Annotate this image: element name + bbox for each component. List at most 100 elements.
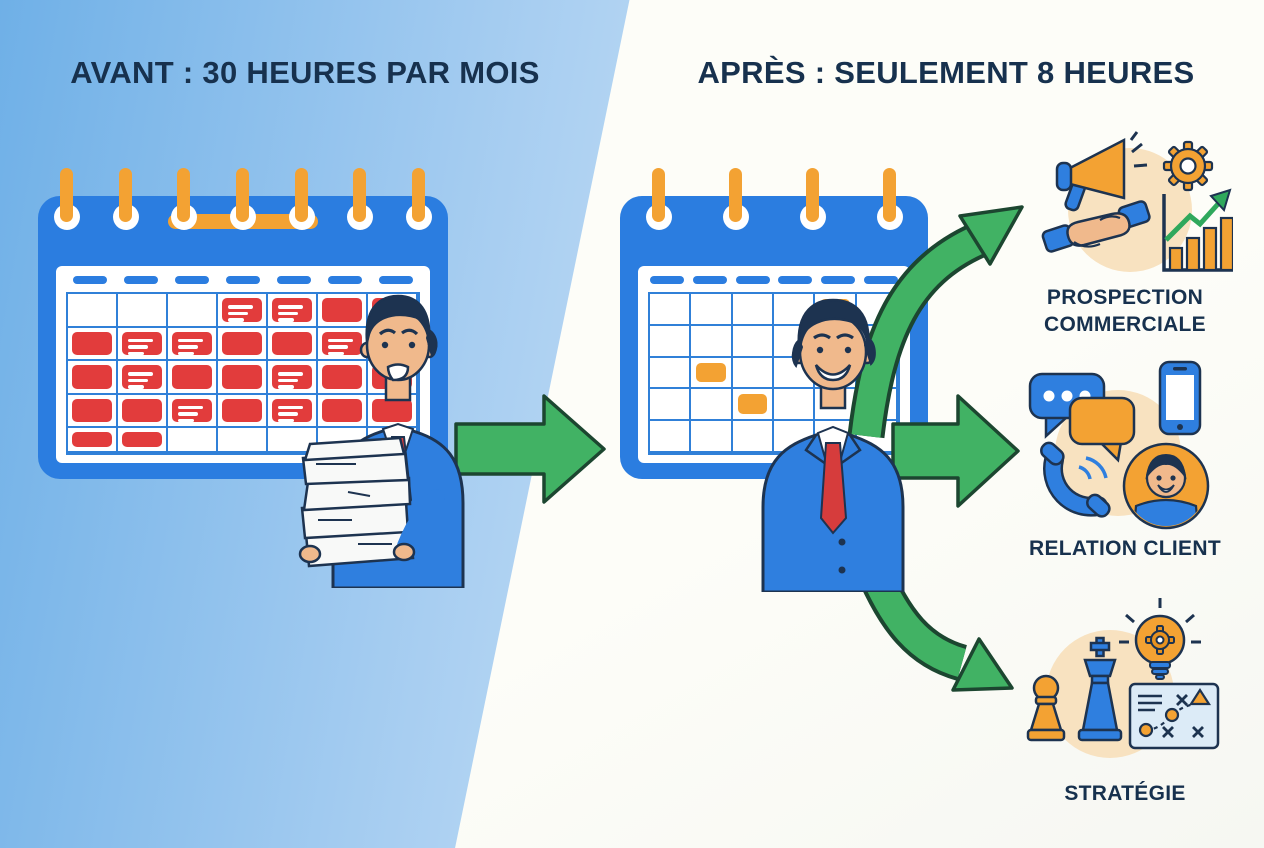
calendar-cell — [118, 361, 168, 395]
strategie-icons — [1026, 598, 1220, 758]
binder-ring — [60, 168, 74, 222]
free-time-block — [737, 394, 767, 415]
calendar-cell — [732, 294, 774, 326]
weekday-dash — [820, 276, 855, 284]
title-before: AVANT : 30 HEURES PAR MOIS — [70, 55, 540, 90]
calendar-cell — [218, 361, 268, 395]
weekday-dashes — [64, 273, 422, 287]
calendar-cell — [268, 294, 318, 328]
binder-ring — [177, 168, 191, 222]
calendar-cell — [168, 294, 218, 328]
calendar-cell — [68, 294, 118, 328]
prospection-label: PROSPECTION COMMERCIALE — [1044, 286, 1206, 336]
chess-pieces-icon — [1026, 636, 1123, 742]
weekday-dash — [735, 276, 770, 284]
arrow-to-relation-client — [891, 394, 1020, 508]
busy-task-block — [322, 398, 362, 422]
busy-task-block — [122, 365, 162, 389]
weekday-dash — [379, 276, 414, 284]
binder-ring — [651, 168, 665, 222]
lightbulb-gear-icon — [1119, 598, 1201, 680]
calendar-cell — [691, 421, 733, 453]
calendar-cell — [691, 389, 733, 422]
binder-ring — [882, 168, 896, 222]
busy-task-block — [272, 298, 312, 322]
title-after: APRÈS : SEULEMENT 8 HEURES — [697, 55, 1195, 90]
calendar-cell — [691, 294, 733, 326]
calendar-cell — [268, 394, 318, 428]
binder-ring — [353, 168, 367, 222]
strategie-label: STRATÉGIE — [1064, 782, 1186, 805]
busy-task-block — [322, 298, 362, 322]
busy-task-block — [72, 432, 112, 447]
calendar-cell — [732, 389, 774, 422]
calendar-cell — [118, 294, 168, 328]
weekday-dashes — [646, 273, 902, 287]
calendar-cell — [68, 428, 118, 453]
weekday-dash — [328, 276, 363, 284]
calendar-cell — [650, 294, 692, 326]
binder-ring — [294, 168, 308, 222]
busy-task-block — [222, 365, 262, 389]
weekday-dash — [277, 276, 312, 284]
smartphone-icon — [1158, 360, 1202, 436]
weekday-dash — [778, 276, 813, 284]
calendar-cell — [118, 428, 168, 453]
calendar-cell — [691, 357, 733, 390]
weekday-dash — [650, 276, 685, 284]
busy-task-block — [122, 331, 162, 355]
weekday-dash — [72, 276, 107, 284]
prospection-icons — [1041, 131, 1233, 272]
binder-ring — [728, 168, 742, 222]
weekday-dash — [863, 276, 898, 284]
binder-rings — [38, 168, 448, 232]
calendar-cell — [68, 394, 118, 428]
relation-client-label: RELATION CLIENT — [1029, 537, 1221, 560]
calendar-cell — [118, 327, 168, 361]
gear-icon — [1162, 140, 1214, 192]
calendar-cell — [268, 361, 318, 395]
calendar-cell — [168, 394, 218, 428]
busy-task-block — [372, 398, 412, 422]
busy-task-block — [272, 365, 312, 389]
binder-ring — [118, 168, 132, 222]
busy-task-block — [172, 365, 212, 389]
busy-task-block — [322, 365, 362, 389]
weekday-dash — [692, 276, 727, 284]
calendar-frame — [38, 196, 448, 479]
busy-task-block — [172, 331, 212, 355]
busy-task-block — [72, 365, 112, 389]
weekday-dash — [225, 276, 260, 284]
relation-client-icons — [1028, 360, 1210, 530]
calendar-cell — [268, 327, 318, 361]
busy-task-block — [172, 398, 212, 422]
calendar-cell — [318, 394, 368, 428]
weekday-dash — [123, 276, 158, 284]
calendar-cell — [218, 294, 268, 328]
calendar-cell — [168, 428, 218, 453]
calendar-cell — [168, 361, 218, 395]
paper-stack — [300, 436, 415, 568]
calendar-grid — [66, 292, 420, 455]
busy-task-block — [322, 331, 362, 355]
busy-task-block — [72, 398, 112, 422]
binder-rings — [620, 168, 928, 232]
busy-task-block — [222, 331, 262, 355]
strategy-board-icon — [1128, 682, 1220, 750]
busy-task-block — [272, 398, 312, 422]
calendar-sheet — [56, 266, 430, 463]
calendar-cell — [68, 361, 118, 395]
calendar-cell — [732, 357, 774, 390]
phone-call-icon — [1040, 441, 1111, 518]
transition-arrow — [454, 394, 606, 504]
arrow-to-prospection — [847, 205, 1024, 439]
calendar-cell — [318, 294, 368, 328]
busy-task-block — [72, 331, 112, 355]
free-time-block — [696, 362, 726, 383]
calendar-cell — [318, 361, 368, 395]
calendar-cell — [218, 394, 268, 428]
handshake-icon — [1041, 200, 1151, 253]
calendar-cell — [650, 325, 692, 358]
calendar-cell — [650, 389, 692, 422]
